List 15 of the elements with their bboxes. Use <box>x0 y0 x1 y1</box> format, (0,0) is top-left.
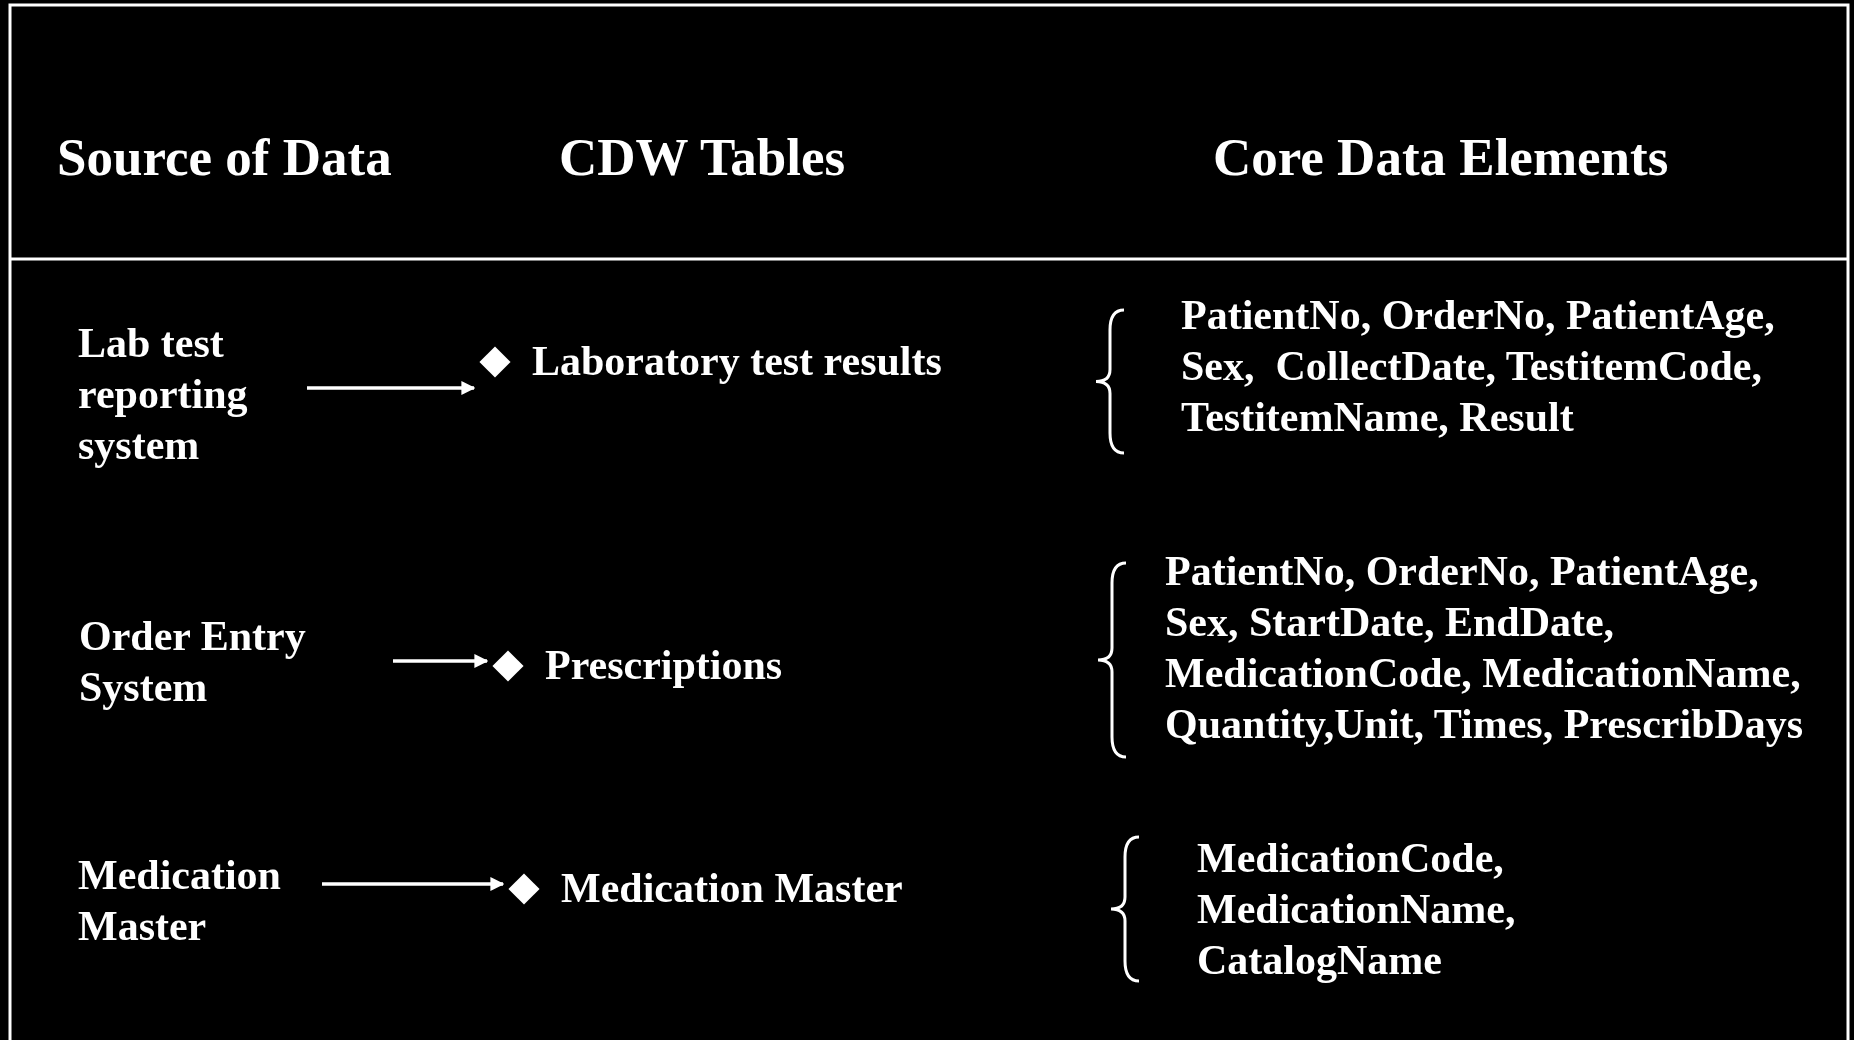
data-elements-list: PatientNo, OrderNo, PatientAge, Sex, StartDate, EndDate, MedicationCode, MedicationName, Quantity,Unit, Times, PrescribDays <box>1165 546 1817 750</box>
table-name: Medication Master <box>561 864 903 913</box>
data-elements-list: MedicationCode, MedicationName, CatalogName <box>1197 833 1597 986</box>
arrow <box>307 381 476 395</box>
source-system-label: Medication Master <box>78 850 308 952</box>
column-heading: Core Data Elements <box>1213 127 1669 187</box>
source-system-label: Order Entry System <box>79 611 379 713</box>
data-elements-list: PatientNo, OrderNo, PatientAge, Sex, CollectDate, TestitemCode, TestitemName, Result <box>1181 290 1821 443</box>
column-heading: CDW Tables <box>559 127 846 187</box>
arrow <box>393 654 489 668</box>
column-heading: Source of Data <box>57 127 392 187</box>
table-name: Laboratory test results <box>532 337 942 386</box>
arrow <box>322 877 505 891</box>
source-system-label: Lab test reporting system <box>78 318 293 471</box>
table-name: Prescriptions <box>545 641 783 690</box>
